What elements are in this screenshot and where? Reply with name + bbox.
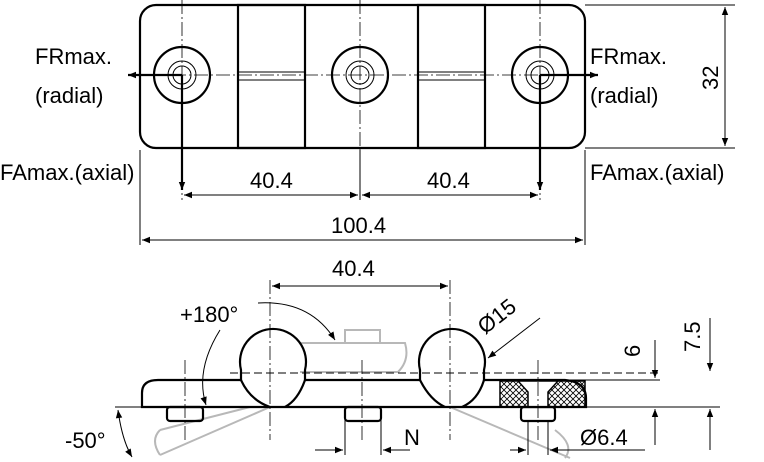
hinge-knuckle-right — [416, 3, 487, 150]
center-lines — [150, 0, 580, 200]
dim-length: 100.4 — [331, 213, 386, 238]
hinge-knuckle-left — [236, 3, 307, 150]
angle-open: +180° — [180, 302, 238, 327]
dimension-lines-top — [139, 4, 735, 245]
angle-close: -50° — [65, 428, 106, 453]
center-lines-side — [184, 280, 660, 440]
dim-pitch-left: 40.4 — [250, 168, 293, 193]
dimension-lines-side — [115, 282, 720, 458]
label-fr-right: FRmax. — [590, 44, 667, 69]
dim-pitch-side: 40.4 — [332, 256, 375, 281]
label-fa-right: FAmax.(axial) — [590, 160, 724, 185]
dim-height-7-5: 7.5 — [680, 321, 705, 352]
force-arrows — [128, 71, 598, 190]
dim-knuckle-dia: Ø15 — [473, 294, 521, 339]
label-radial-right: (radial) — [590, 83, 658, 108]
dim-bore: Ø6.4 — [580, 425, 628, 450]
label-radial-left: (radial) — [35, 83, 103, 108]
dim-width: 32 — [698, 66, 723, 90]
dim-pitch-right: 40.4 — [427, 168, 470, 193]
plate-outline — [138, 3, 587, 150]
dim-n: N — [404, 425, 420, 450]
side-view: 40.4 +180° -50° Ø15 6 7.5 N Ø6.4 — [65, 256, 720, 459]
dim-height-6: 6 — [620, 345, 645, 357]
label-fa-left: FAmax.(axial) — [0, 160, 134, 185]
top-view: FRmax. (radial) FRmax. (radial) FAmax.(a… — [0, 0, 735, 245]
label-fr-left: FRmax. — [35, 44, 112, 69]
